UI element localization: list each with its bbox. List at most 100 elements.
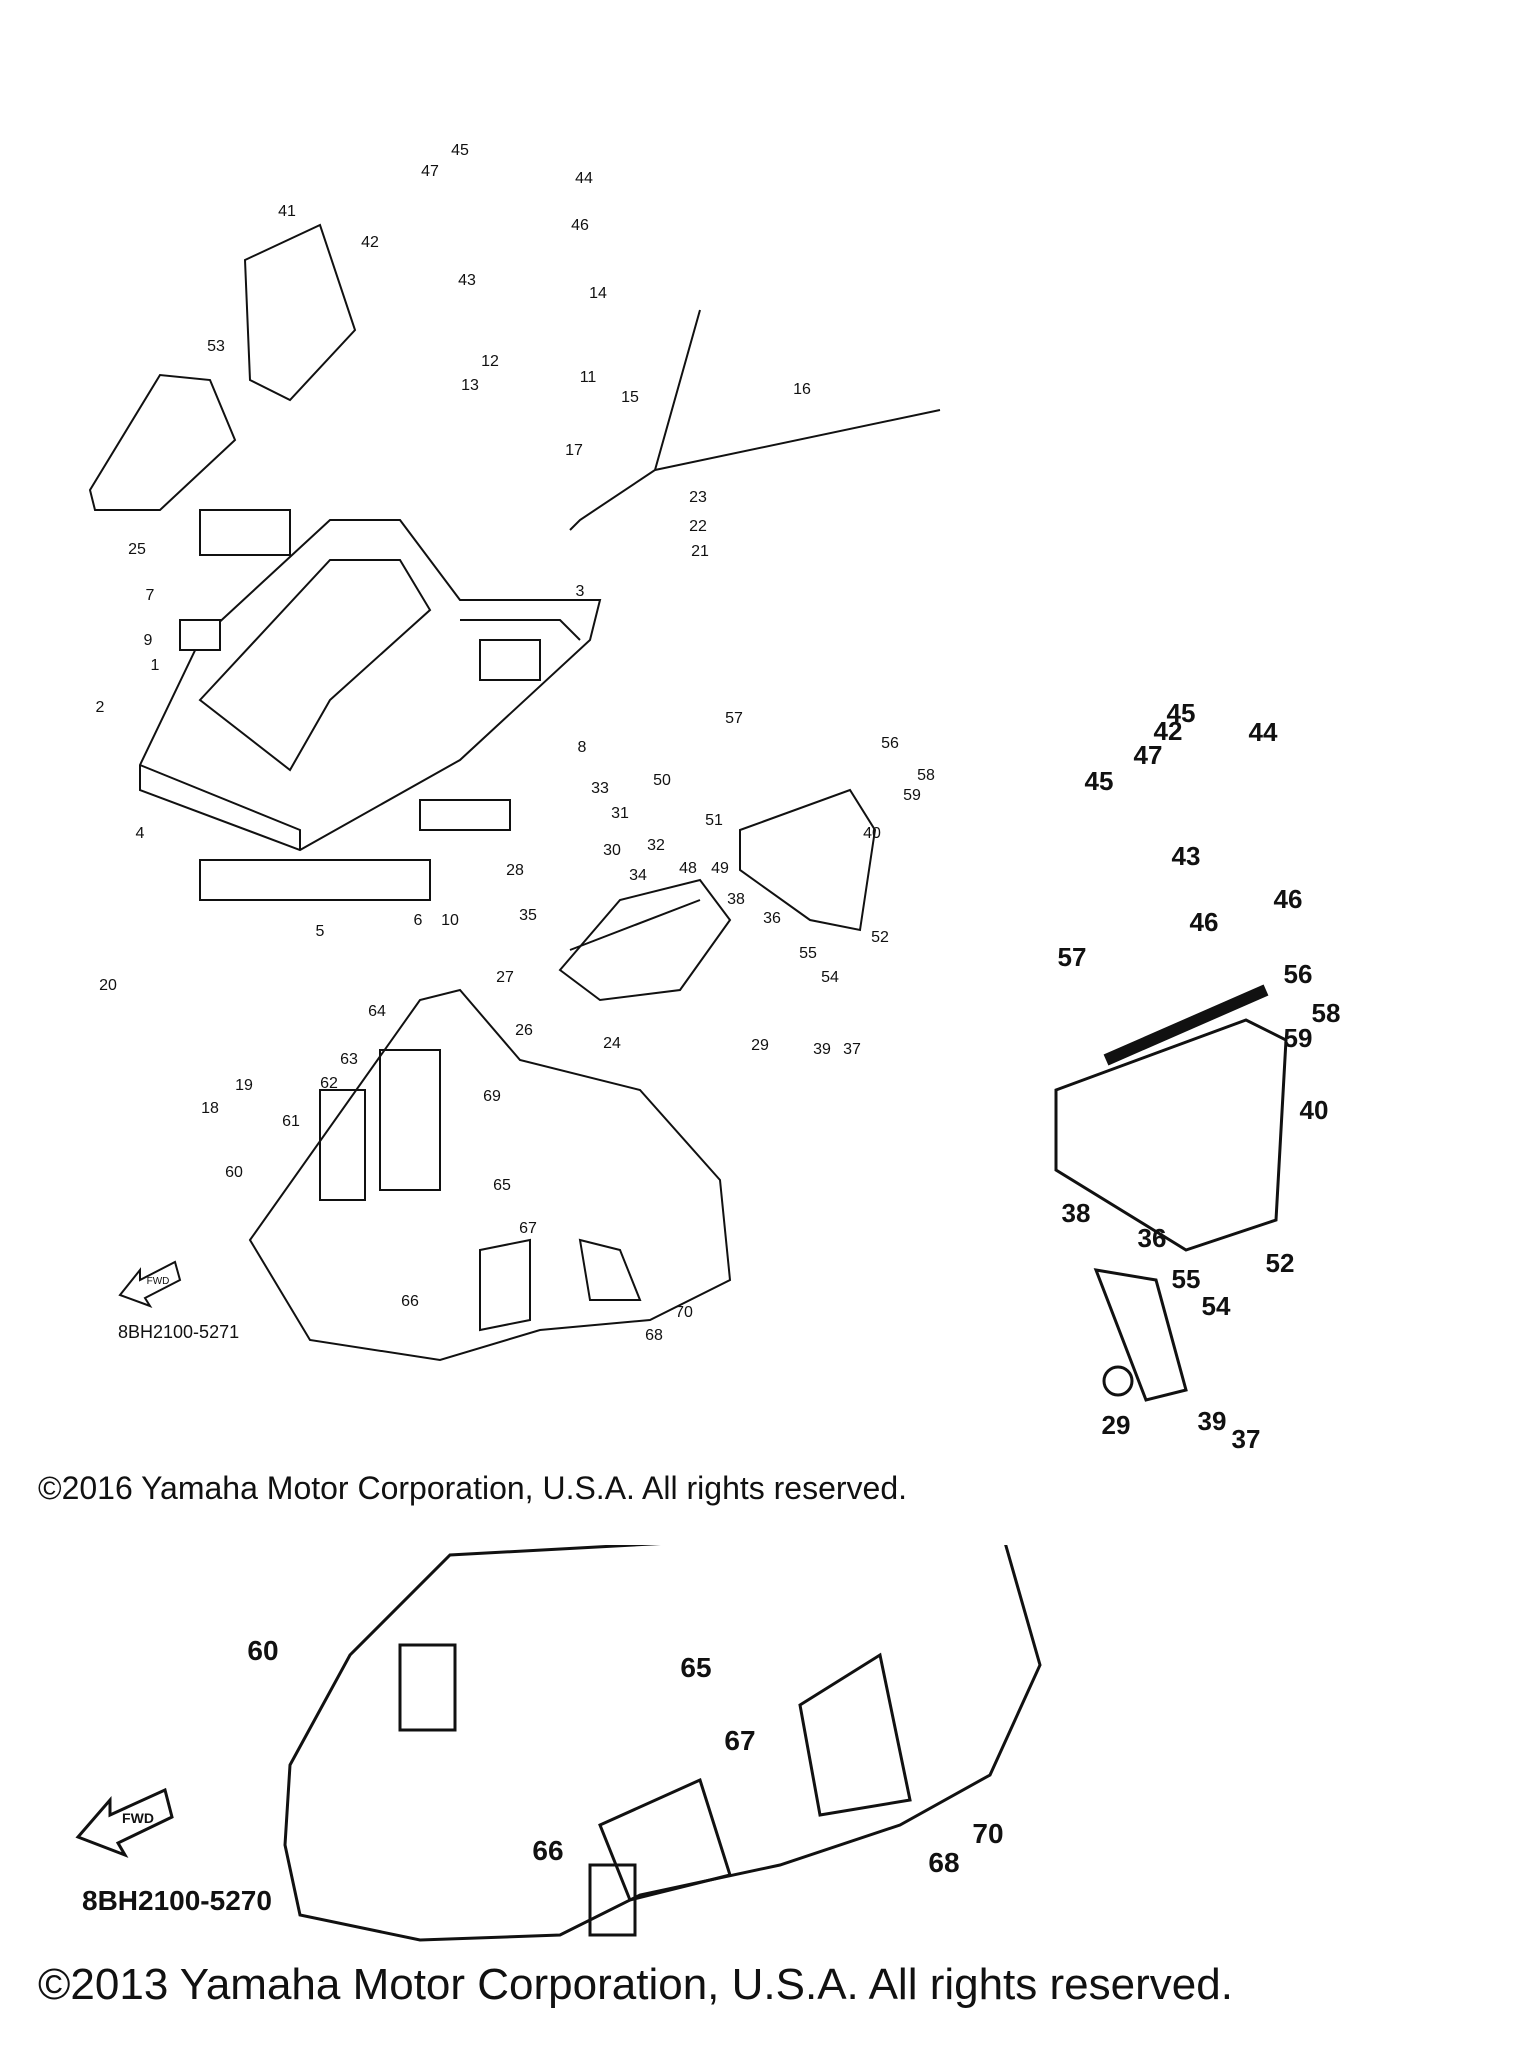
svg-text:19: 19 xyxy=(235,1077,253,1094)
svg-text:3: 3 xyxy=(576,583,585,600)
svg-text:FWD: FWD xyxy=(122,1810,154,1826)
svg-text:29: 29 xyxy=(751,1037,769,1054)
lower-hull-part xyxy=(248,988,732,1362)
svg-text:31: 31 xyxy=(611,805,629,822)
svg-text:4: 4 xyxy=(136,825,145,842)
svg-text:2: 2 xyxy=(96,699,105,716)
svg-text:14: 14 xyxy=(589,285,607,302)
svg-text:36: 36 xyxy=(763,910,781,927)
svg-text:58: 58 xyxy=(917,767,935,784)
hood-part xyxy=(139,519,602,852)
panel-25-part xyxy=(88,373,237,511)
svg-text:59: 59 xyxy=(903,787,921,804)
svg-text:40: 40 xyxy=(1300,1095,1329,1125)
svg-text:42: 42 xyxy=(1154,716,1183,746)
svg-text:60: 60 xyxy=(247,1635,278,1666)
svg-text:29: 29 xyxy=(1102,1410,1131,1440)
svg-text:65: 65 xyxy=(680,1652,711,1683)
svg-text:34: 34 xyxy=(629,867,647,884)
svg-text:54: 54 xyxy=(821,969,839,986)
svg-text:1: 1 xyxy=(151,657,160,674)
pad-68-zoom xyxy=(798,1652,912,1817)
svg-text:61: 61 xyxy=(282,1113,300,1130)
svg-text:48: 48 xyxy=(679,860,697,877)
svg-text:42: 42 xyxy=(361,234,379,251)
svg-text:55: 55 xyxy=(799,945,817,962)
side-cover-zoom xyxy=(1054,1018,1288,1252)
svg-text:66: 66 xyxy=(532,1835,563,1866)
pad-8 xyxy=(419,799,511,831)
svg-text:69: 69 xyxy=(483,1088,501,1105)
pad-67-zoom xyxy=(598,1777,732,1902)
svg-text:38: 38 xyxy=(727,891,745,908)
svg-text:56: 56 xyxy=(881,735,899,752)
svg-text:46: 46 xyxy=(1190,907,1219,937)
svg-text:60: 60 xyxy=(225,1164,243,1181)
fwd-arrow-icon: FWD xyxy=(118,1260,182,1308)
svg-text:8: 8 xyxy=(578,739,587,756)
svg-text:46: 46 xyxy=(1274,884,1303,914)
svg-text:12: 12 xyxy=(481,353,499,370)
svg-text:47: 47 xyxy=(421,163,439,180)
pad-5 xyxy=(199,859,431,901)
svg-text:57: 57 xyxy=(1058,942,1087,972)
svg-text:7: 7 xyxy=(146,587,155,604)
svg-text:66: 66 xyxy=(401,1293,419,1310)
svg-text:40: 40 xyxy=(863,825,881,842)
svg-text:65: 65 xyxy=(493,1177,511,1194)
svg-text:23: 23 xyxy=(689,489,707,506)
svg-text:62: 62 xyxy=(320,1075,338,1092)
pad-9 xyxy=(179,619,221,651)
svg-text:67: 67 xyxy=(519,1220,537,1237)
svg-text:17: 17 xyxy=(565,442,583,459)
svg-text:27: 27 xyxy=(496,969,514,986)
svg-text:30: 30 xyxy=(603,842,621,859)
svg-text:32: 32 xyxy=(647,837,665,854)
panel-41-part xyxy=(243,223,357,402)
side-cover-part xyxy=(739,788,877,932)
svg-text:54: 54 xyxy=(1202,1291,1231,1321)
svg-text:45: 45 xyxy=(1167,698,1196,728)
fwd-arrow-zoom-icon: FWD xyxy=(75,1787,174,1858)
svg-text:39: 39 xyxy=(1198,1406,1227,1436)
svg-text:16: 16 xyxy=(793,381,811,398)
svg-text:64: 64 xyxy=(368,1003,386,1020)
svg-text:10: 10 xyxy=(441,912,459,929)
svg-text:20: 20 xyxy=(99,977,117,994)
lower-hull-zoom xyxy=(283,1545,1042,1942)
svg-text:FWD: FWD xyxy=(147,1276,170,1287)
svg-text:44: 44 xyxy=(1249,717,1278,747)
strip-36-zoom xyxy=(1093,1268,1188,1402)
svg-text:9: 9 xyxy=(144,632,153,649)
svg-text:45: 45 xyxy=(451,142,469,159)
svg-text:49: 49 xyxy=(711,860,729,877)
svg-text:38: 38 xyxy=(1062,1198,1091,1228)
svg-text:41: 41 xyxy=(278,203,296,220)
svg-text:57: 57 xyxy=(725,710,743,727)
cable-16 xyxy=(569,309,941,531)
svg-text:52: 52 xyxy=(871,929,889,946)
svg-text:24: 24 xyxy=(603,1035,621,1052)
svg-text:37: 37 xyxy=(843,1041,861,1058)
svg-text:58: 58 xyxy=(1312,998,1341,1028)
svg-text:47: 47 xyxy=(1134,740,1163,770)
svg-text:59: 59 xyxy=(1284,1023,1313,1053)
pad-66-zoom xyxy=(588,1863,637,1937)
svg-text:21: 21 xyxy=(691,543,709,560)
svg-text:6: 6 xyxy=(414,912,423,929)
diagram-code-main: 8BH2100-5271 xyxy=(118,1322,240,1342)
svg-text:18: 18 xyxy=(201,1100,219,1117)
svg-text:46: 46 xyxy=(571,217,589,234)
pad-60-zoom xyxy=(398,1643,457,1732)
svg-text:35: 35 xyxy=(519,907,537,924)
svg-text:36: 36 xyxy=(1138,1223,1167,1253)
pad-7 xyxy=(199,509,291,556)
svg-text:63: 63 xyxy=(340,1051,358,1068)
svg-text:50: 50 xyxy=(653,772,671,789)
svg-text:68: 68 xyxy=(645,1327,663,1344)
svg-text:53: 53 xyxy=(207,338,225,355)
